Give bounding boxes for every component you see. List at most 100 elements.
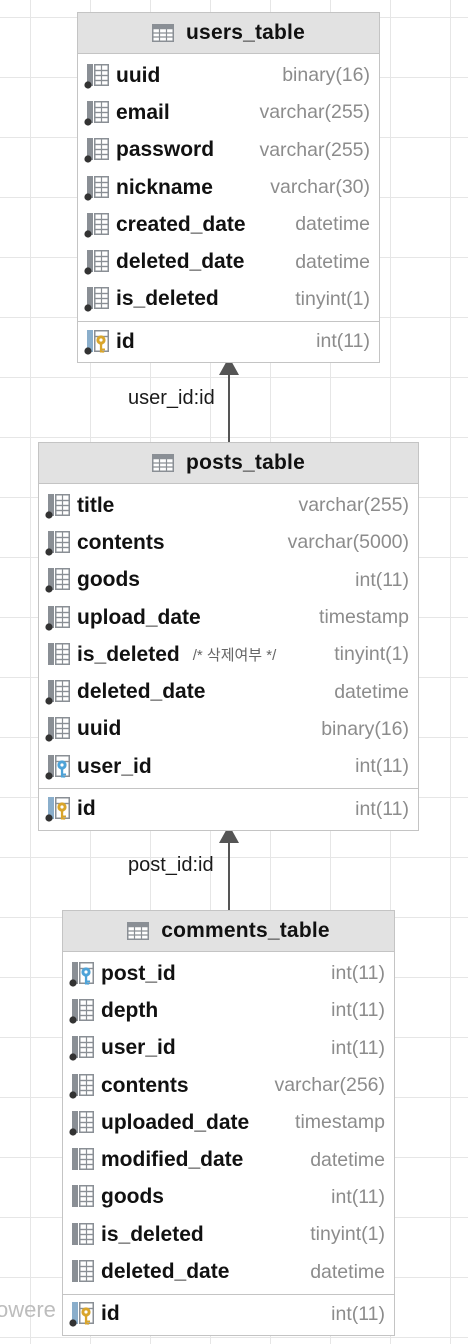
column-type: int(11) [316, 330, 370, 353]
posts-table[interactable]: posts_table title varchar(255) contents var… [38, 442, 419, 831]
column-type: varchar(5000) [287, 531, 409, 554]
nullable-column-icon [69, 1259, 95, 1285]
column-type: int(11) [331, 999, 385, 1022]
column-type: int(11) [331, 1185, 385, 1208]
column-row[interactable]: created_date datetime [78, 206, 379, 243]
column-row[interactable]: is_deleted/* 삭제여부 */tinyint(1) [39, 636, 418, 673]
column-row[interactable]: goods int(11) [63, 1179, 394, 1216]
column-name: deleted_date [77, 680, 206, 704]
column-row[interactable]: uploaded_date timestamp [63, 1104, 394, 1141]
column-icon [69, 1110, 95, 1136]
column-list: title varchar(255) contents varchar(5000) go… [39, 484, 418, 790]
column-icon [84, 100, 110, 126]
column-type: datetime [334, 680, 409, 703]
table-icon [127, 922, 149, 940]
column-row[interactable]: id int(11) [78, 323, 379, 360]
column-row[interactable]: uuid binary(16) [78, 57, 379, 94]
column-type: varchar(30) [270, 176, 370, 199]
column-row[interactable]: contents varchar(256) [63, 1067, 394, 1104]
column-icon [84, 286, 110, 312]
column-row[interactable]: id int(11) [63, 1296, 394, 1333]
column-type: int(11) [331, 1302, 385, 1325]
column-type: binary(16) [282, 64, 370, 87]
column-name: uuid [116, 63, 161, 87]
column-name: post_id [101, 961, 176, 985]
table-header[interactable]: users_table [78, 13, 379, 54]
column-name: goods [77, 568, 140, 592]
column-name: contents [101, 1073, 189, 1097]
column-icon [45, 493, 71, 519]
primary-key-icon [84, 329, 110, 355]
column-name: deleted_date [116, 250, 245, 274]
column-name: id [101, 1302, 120, 1326]
foreign-key-icon [45, 754, 71, 780]
column-icon [69, 1073, 95, 1099]
column-name: goods [101, 1185, 164, 1209]
column-row[interactable]: post_id int(11) [63, 955, 394, 992]
column-row[interactable]: deleted_date datetime [39, 673, 418, 710]
column-type: datetime [310, 1148, 385, 1171]
column-type: int(11) [355, 797, 409, 820]
column-icon [84, 63, 110, 89]
column-row[interactable]: contents varchar(5000) [39, 524, 418, 561]
column-type: int(11) [331, 962, 385, 985]
column-type: datetime [295, 213, 370, 236]
relation-line-users [228, 374, 230, 442]
relation-line-posts [228, 842, 230, 910]
column-name: user_id [101, 1036, 176, 1060]
table-icon [152, 24, 174, 42]
column-row[interactable]: uuid binary(16) [39, 711, 418, 748]
column-type: tinyint(1) [295, 287, 370, 310]
column-name: password [116, 138, 215, 162]
table-header[interactable]: posts_table [39, 443, 418, 484]
column-icon [45, 679, 71, 705]
column-icon [84, 137, 110, 163]
column-name: uploaded_date [101, 1110, 250, 1134]
column-name: deleted_date [101, 1260, 230, 1284]
column-name: nickname [116, 175, 213, 199]
column-icon [45, 567, 71, 593]
table-title: comments_table [161, 919, 330, 942]
relation-label-post-id: post_id:id [128, 854, 214, 876]
column-row[interactable]: deleted_date datetime [78, 243, 379, 280]
column-type: timestamp [319, 606, 409, 629]
column-name: created_date [116, 212, 246, 236]
column-type: datetime [295, 250, 370, 273]
foreign-key-icon [69, 961, 95, 987]
column-icon [45, 530, 71, 556]
column-name: title [77, 493, 115, 517]
column-row[interactable]: nickname varchar(30) [78, 169, 379, 206]
column-name: contents [77, 530, 165, 554]
column-type: varchar(256) [274, 1074, 385, 1097]
column-type: varchar(255) [298, 494, 409, 517]
nullable-column-icon [69, 1147, 95, 1173]
column-name: id [116, 329, 135, 353]
column-type: tinyint(1) [334, 643, 409, 666]
column-name: uuid [77, 717, 122, 741]
column-type: binary(16) [321, 717, 409, 740]
column-row[interactable]: title varchar(255) [39, 487, 418, 524]
nullable-column-icon [69, 1222, 95, 1248]
column-name: is_deleted [77, 642, 180, 666]
table-header[interactable]: comments_table [63, 911, 394, 952]
table-icon [152, 454, 174, 472]
table-title: posts_table [186, 451, 305, 474]
nullable-column-icon [69, 1184, 95, 1210]
column-type: timestamp [295, 1111, 385, 1134]
